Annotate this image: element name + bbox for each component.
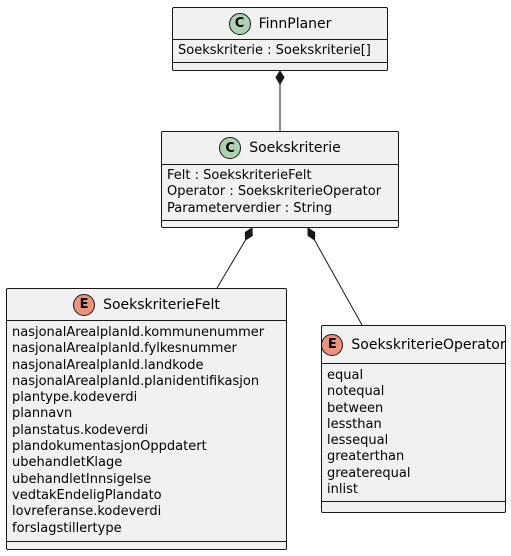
class-header: E SoekskriterieFelt — [7, 289, 286, 321]
enum-literal: plannavn — [12, 406, 73, 422]
composition-soekskriterie-felt — [216, 227, 253, 289]
enum-soekskriteriefelt: E SoekskriterieFelt nasjonalArealplanId.… — [6, 288, 287, 550]
class-c-icon: C — [219, 137, 242, 159]
class-c-icon: C — [228, 12, 251, 35]
enum-literal: between — [327, 400, 384, 416]
class-header: E SoekskriterieOperator — [321, 326, 506, 364]
composition-finnplaner-soekskriterie — [275, 70, 285, 131]
composition-line — [216, 239, 246, 289]
methods-section — [173, 63, 387, 70]
literals-section: nasjonalArealplanId.kommunenummer nasjon… — [7, 321, 286, 542]
enum-literal: planstatus.kodeverdi — [12, 422, 149, 438]
enum-literal: lessthan — [327, 416, 382, 432]
attribute: Operator : SoekskriterieOperator — [167, 184, 382, 200]
composition-diamond — [244, 227, 253, 241]
enum-literal: equal — [327, 368, 364, 383]
methods-section — [322, 502, 505, 509]
enum-literal: greaterthan — [327, 449, 405, 465]
composition-diamond — [275, 70, 285, 85]
attribute: Parameterverdier : String — [167, 200, 333, 216]
literals-section: equal notequal between lessthan lessequa… — [322, 364, 505, 503]
class-finnplaner: C FinnPlaner Soekskriterie : Soekskriter… — [172, 7, 388, 71]
methods-section — [162, 221, 398, 228]
enum-literal: ubehandletKlage — [12, 455, 123, 471]
class-soekskriterie: C Soekskriterie Felt : SoekskriterieFelt… — [161, 131, 399, 228]
class-header: C FinnPlaner — [173, 8, 387, 40]
enum-literal: nasjonalArealplanId.fylkesnummer — [12, 341, 237, 357]
attribute: Soekskriterie : Soekskriterie[] — [178, 43, 371, 58]
methods-section — [7, 542, 286, 549]
enum-e-icon: E — [321, 333, 344, 356]
enum-literal: inlist — [327, 482, 358, 498]
enum-literal: nasjonalArealplanId.kommunenummer — [12, 325, 265, 340]
class-name: FinnPlaner — [258, 15, 332, 32]
enum-literal: lovreferanse.kodeverdi — [12, 504, 162, 520]
enum-e-icon: E — [73, 293, 96, 316]
class-name: Soekskriterie — [249, 140, 341, 156]
enum-literal: lessequal — [327, 433, 389, 449]
class-name: SoekskriterieFelt — [103, 296, 220, 313]
composition-diamond — [307, 227, 316, 241]
class-header: C Soekskriterie — [162, 132, 398, 165]
composition-soekskriterie-operator — [307, 227, 363, 326]
enum-literal: vedtakEndeligPlandato — [12, 487, 162, 503]
enum-literal: nasjonalArealplanId.landkode — [12, 357, 204, 373]
enum-literal: greaterequal — [327, 465, 411, 481]
attribute: Felt : SoekskriterieFelt — [167, 168, 312, 183]
class-name: SoekskriterieOperator — [351, 336, 506, 353]
enum-literal: plantype.kodeverdi — [12, 390, 138, 406]
composition-line — [314, 239, 363, 326]
enum-literal: plandokumentasjonOppdatert — [12, 439, 207, 455]
attributes-section: Soekskriterie : Soekskriterie[] — [173, 40, 387, 64]
enum-literal: ubehandletInnsigelse — [12, 471, 152, 487]
attributes-section: Felt : SoekskriterieFelt Operator : Soek… — [162, 165, 398, 221]
enum-soekskriterieoperator: E SoekskriterieOperator equal notequal b… — [321, 325, 506, 513]
enum-literal: forslagstillertype — [12, 520, 122, 536]
enum-literal: nasjonalArealplanId.planidentifikasjon — [12, 373, 260, 389]
enum-literal: notequal — [327, 384, 385, 400]
